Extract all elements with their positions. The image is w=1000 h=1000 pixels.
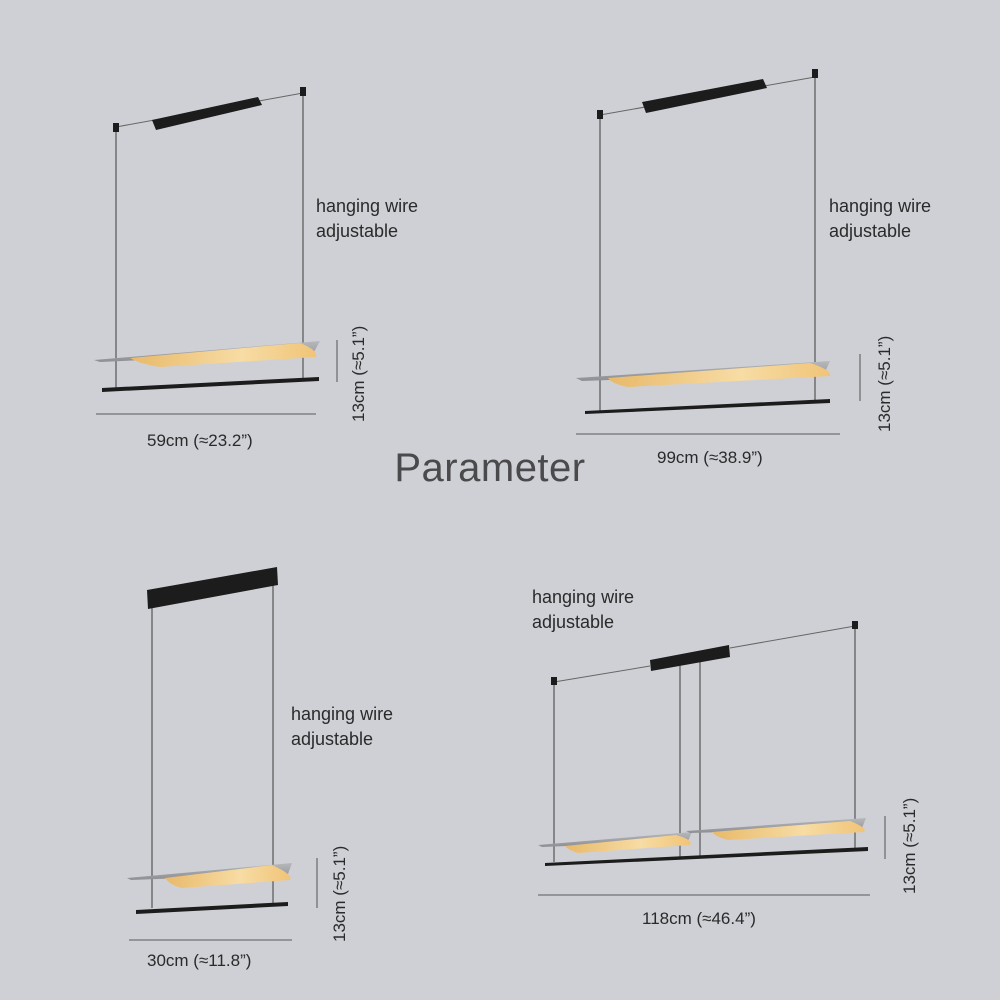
wire-label-line-1: hanging wire [291,704,394,724]
wire-clip [852,621,858,629]
wire-label: hanging wire adjustable [829,194,931,244]
wire-label-line-1: hanging wire [829,196,932,216]
ceiling-wire [553,665,651,683]
ceiling-canopy [650,645,730,671]
lamp-glow [608,363,831,387]
lamp-glow [130,343,317,367]
ceiling-canopy [147,567,278,609]
wire-label-line-2: adjustable [532,612,615,632]
lamp-glow [712,821,865,840]
width-label: 30cm (≈11.8”) [147,951,252,970]
height-label: 13cm (≈5.1”) [349,325,368,422]
height-label: 13cm (≈5.1”) [875,335,894,432]
wire-label: hanging wire adjustable [532,585,634,635]
wire-clip [812,69,818,78]
ceiling-wire [729,625,856,649]
lamp-bar [585,399,830,414]
wire-label: hanging wire adjustable [316,194,418,244]
wire-label-line-1: hanging wire [316,196,419,216]
wire-clip [551,677,557,685]
width-label: 118cm (≈46.4”) [642,909,756,928]
lamp-bar [136,902,288,914]
lamp-shade [127,863,292,880]
wire-clip [300,87,306,96]
lamp-shade [538,832,692,847]
lamp-bar [102,377,319,392]
height-label: 13cm (≈5.1”) [900,797,919,894]
lamp-118cm [538,621,886,896]
wire-label-line-1: hanging wire [532,587,635,607]
lamp-shade [686,818,866,833]
width-label: 99cm (≈38.9”) [657,448,763,467]
wire-label: hanging wire adjustable [291,702,393,752]
wire-label-line-2: adjustable [291,729,374,749]
wire-label-line-2: adjustable [829,221,912,241]
lamp-99cm [576,69,861,435]
wire-clip [113,123,119,132]
page-title: Parameter [394,446,586,490]
wire-clip [597,110,603,119]
lamp-59cm [94,87,338,415]
lamp-glow [565,835,691,853]
lamp-30cm [127,567,318,941]
lamp-bar [545,847,868,866]
lamp-glow [165,865,291,888]
width-label: 59cm (≈23.2”) [147,431,253,450]
wire-label-line-2: adjustable [316,221,399,241]
height-label: 13cm (≈5.1”) [330,845,349,942]
ceiling-canopy [152,97,262,130]
ceiling-canopy [642,79,767,113]
